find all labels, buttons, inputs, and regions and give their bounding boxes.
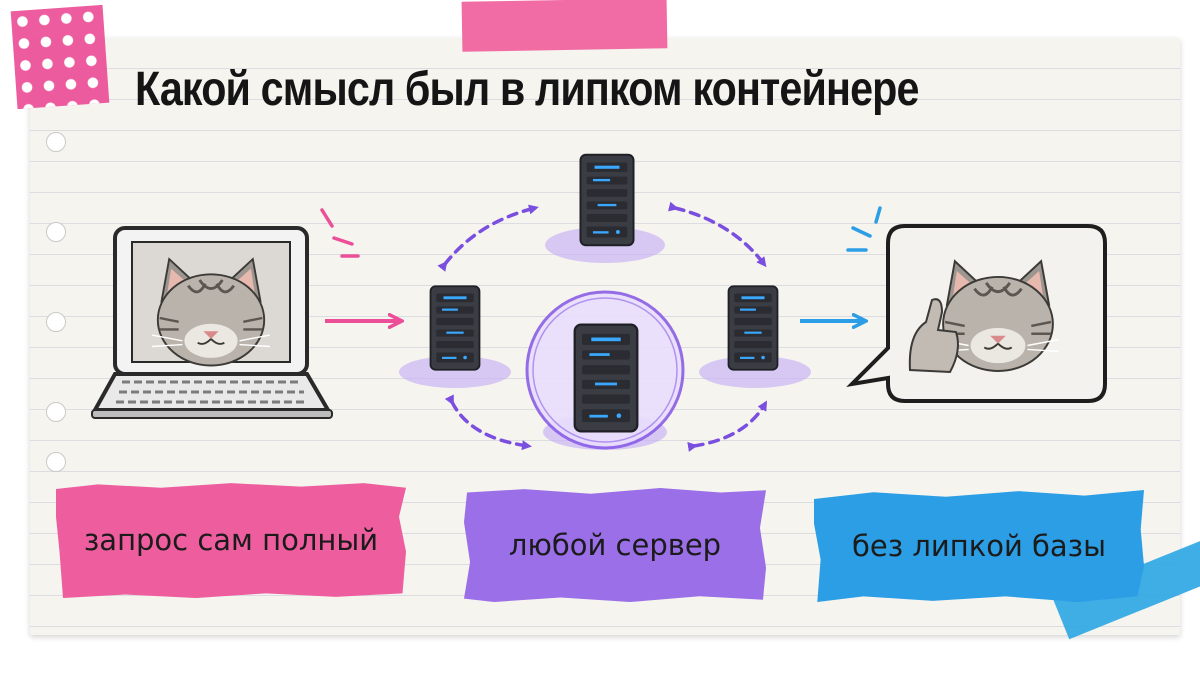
label-full-request: запрос сам полный	[56, 483, 406, 598]
label-any-server: любой сервер	[464, 488, 766, 602]
binder-hole	[46, 132, 66, 152]
binder-hole	[46, 452, 66, 472]
accent-marks-icon	[846, 206, 882, 252]
binder-hole	[46, 222, 66, 242]
server-top-icon	[579, 153, 635, 247]
binder-hole	[46, 312, 66, 332]
label-any-server-text: любой сервер	[508, 528, 722, 562]
binder-hole	[46, 402, 66, 422]
label-no-sticky-db: без липкой базы	[814, 490, 1144, 602]
label-full-request-text: запрос сам полный	[83, 523, 379, 557]
server-left-icon	[429, 285, 481, 371]
laptop-with-cat-icon	[91, 226, 333, 419]
server-center-icon	[573, 323, 639, 433]
label-no-sticky-db-text: без липкой базы	[851, 529, 1106, 563]
accent-marks-icon	[320, 208, 360, 258]
page-title: Какой смысл был в липком контейнере	[135, 63, 919, 116]
sync-arrows-icon	[437, 201, 768, 452]
server-right-icon	[727, 285, 779, 371]
speech-bubble-cat-thumbs-up-icon	[846, 224, 1107, 403]
